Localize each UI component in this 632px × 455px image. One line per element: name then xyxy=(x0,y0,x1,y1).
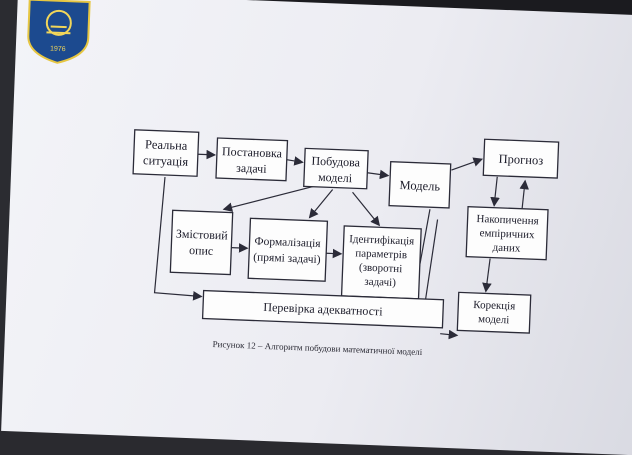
line-situation-to-adequacy xyxy=(153,176,203,301)
node-model-building-line1: Побудова xyxy=(311,154,361,170)
arrow-building-to-content xyxy=(222,185,316,212)
svg-text:Побудовамоделі: Побудовамоделі xyxy=(311,154,361,186)
node-forecast: Прогноз xyxy=(482,138,560,179)
arrow-empirical-to-forecast xyxy=(519,179,529,210)
node-model-correction-line2: моделі xyxy=(478,313,510,326)
node-formalization-line1: Формалізація xyxy=(254,236,321,251)
node-content-description: Змістовийопис xyxy=(169,209,234,276)
arrow-building-to-identification xyxy=(352,191,381,227)
arrow-model-to-adequacy xyxy=(420,219,439,311)
flowchart: Реальнаситуація Постановказадачі Побудов… xyxy=(132,129,560,340)
arrow-building-to-formalization xyxy=(308,189,334,219)
node-content-description-line1: Змістовий xyxy=(176,226,229,242)
svg-text:Ідентифікаціяпараметрів(зворот: Ідентифікаціяпараметрів(зворотнізадачі) xyxy=(347,233,414,289)
svg-text:Постановказадачі: Постановказадачі xyxy=(221,144,283,176)
node-model: Модель xyxy=(388,160,452,209)
node-problem-statement-line1: Постановка xyxy=(222,144,283,160)
node-real-situation: Реальнаситуація xyxy=(132,129,200,177)
node-model-building: Побудовамоделі xyxy=(303,147,369,190)
node-problem-statement: Постановказадачі xyxy=(215,137,289,182)
node-empirical-data-line3: даних xyxy=(492,242,521,255)
university-logo: 1976 xyxy=(27,0,91,64)
arrow-formalization-to-identification xyxy=(326,248,343,259)
svg-text:Прогноз: Прогноз xyxy=(498,152,543,168)
node-identification-line4: задачі) xyxy=(364,276,396,289)
svg-text:Реальнаситуація: Реальнаситуація xyxy=(143,137,189,169)
svg-text:Формалізація(прямі задачі): Формалізація(прямі задачі) xyxy=(253,235,322,266)
node-empirical-data-line1: Накопичення xyxy=(476,213,539,227)
node-adequacy-check: Перевірка адекватності xyxy=(201,289,445,329)
node-identification: Ідентифікаціяпараметрів(зворотнізадачі) xyxy=(340,225,422,300)
node-content-description-line2: опис xyxy=(189,243,214,258)
node-forecast-label: Прогноз xyxy=(498,152,543,168)
node-problem-statement-line2: задачі xyxy=(236,161,268,176)
arrow-forecast-to-empirical xyxy=(490,176,500,207)
svg-text:Корекціямоделі: Корекціямоделі xyxy=(473,299,516,327)
node-model-building-line2: моделі xyxy=(318,170,353,185)
node-identification-line2: параметрів xyxy=(355,247,407,261)
node-adequacy-check-label: Перевірка адекватності xyxy=(263,300,383,319)
arrow-content-to-formalization xyxy=(231,243,249,253)
node-real-situation-line1: Реальна xyxy=(145,137,188,153)
node-model-correction: Корекціямоделі xyxy=(456,291,532,334)
arrow-model-to-forecast xyxy=(451,157,484,171)
node-empirical-data-line2: емпіричних xyxy=(479,227,535,241)
svg-text:Накопиченняемпіричнихданих: Накопиченняемпіричнихданих xyxy=(475,213,539,255)
arrow-statement-to-building xyxy=(286,156,304,166)
svg-text:Змістовийопис: Змістовийопис xyxy=(175,226,229,258)
node-model-correction-line1: Корекція xyxy=(473,299,515,313)
node-empirical-data: Накопиченняемпіричнихданих xyxy=(465,205,549,261)
arrow-empirical-to-correction xyxy=(482,258,492,293)
arrow-adequacy-to-correction xyxy=(440,329,459,340)
figure-caption: Рисунок 12 – Алгоритм побудови математич… xyxy=(212,339,422,357)
node-identification-line3: (зворотні xyxy=(359,262,403,276)
node-identification-line1: Ідентифікація xyxy=(349,233,414,247)
node-formalization-line2: (прямі задачі) xyxy=(253,251,321,266)
logo-year: 1976 xyxy=(50,46,66,54)
node-model-label: Модель xyxy=(399,178,440,194)
node-real-situation-line2: ситуація xyxy=(143,153,189,169)
svg-text:Перевірка адекватності: Перевірка адекватності xyxy=(263,300,383,319)
connectors xyxy=(153,149,529,340)
arrow-situation-to-statement xyxy=(197,149,217,160)
node-formalization: Формалізація(прямі задачі) xyxy=(247,217,329,282)
svg-text:Модель: Модель xyxy=(399,178,440,194)
arrow-building-to-model xyxy=(367,169,390,180)
